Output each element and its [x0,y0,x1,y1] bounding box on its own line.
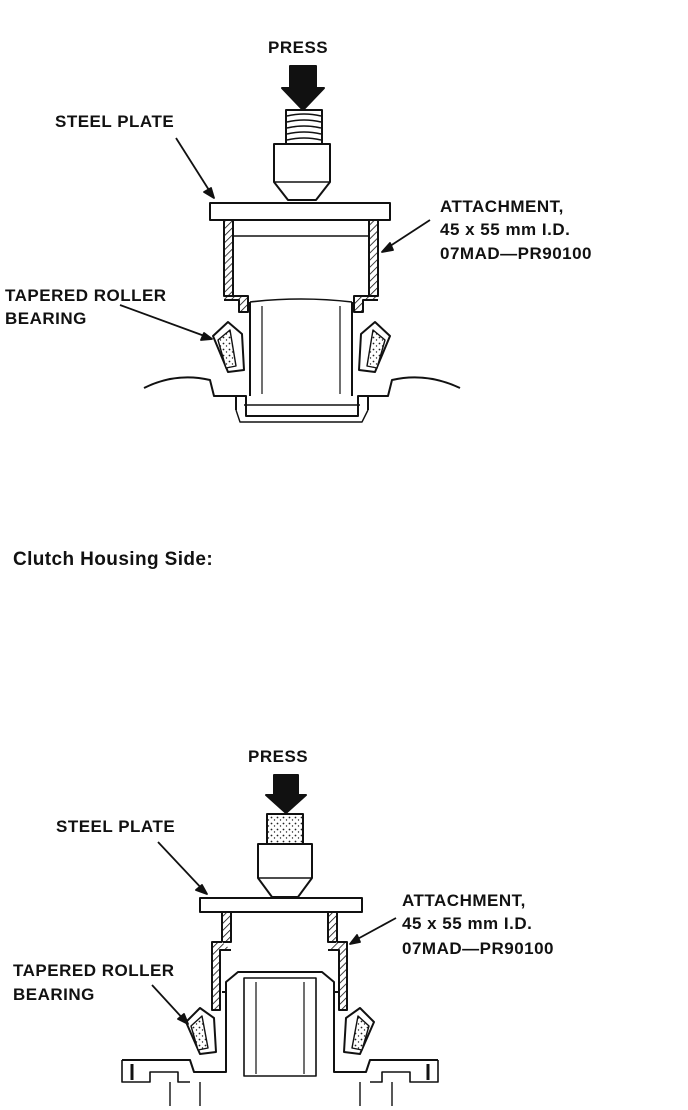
top-press-label: PRESS [268,38,329,57]
bottom-steel-plate-label: STEEL PLATE [56,817,176,836]
top-steel-plate [209,202,391,221]
bottom-housing [122,1059,438,1073]
bottom-leaders [151,841,397,1025]
bottom-bearing-label-line2: BEARING [13,985,95,1004]
bottom-attachment-label-line1: ATTACHMENT, [402,891,526,910]
bottom-bearing-right [343,1007,375,1055]
bottom-bearing-label-line1: TAPERED ROLLER [13,961,175,980]
top-bearing-label-line2: BEARING [5,309,87,328]
top-press-arrow-icon [281,65,325,111]
bottom-press-shaft [266,813,304,845]
bottom-press-arrow-icon [265,774,307,814]
top-press-head [273,143,331,201]
bottom-hub [222,971,338,1077]
top-illustration [119,65,461,423]
bottom-bearing-left [185,1007,217,1055]
top-leaders [119,137,431,341]
top-attachment [223,219,379,313]
top-shaft [236,298,368,417]
top-press-shaft [285,109,323,145]
bottom-attachment-label-line2: 45 x 55 mm I.D. [402,914,533,933]
bottom-illustration [121,774,439,1106]
top-attachment-label-line1: ATTACHMENT, [440,197,564,216]
top-steel-plate-label: STEEL PLATE [55,112,175,131]
section-heading: Clutch Housing Side: [13,549,214,570]
bottom-press-label: PRESS [248,747,309,766]
top-bearing-label-line1: TAPERED ROLLER [5,286,167,305]
bottom-attachment-label-line3: 07MAD—PR90100 [402,939,555,958]
top-housing [143,376,461,410]
top-bearing-left [212,321,245,373]
top-bearing-right [358,321,391,373]
bottom-press-head [257,843,313,898]
bottom-steel-plate [199,897,363,913]
top-attachment-label-line3: 07MAD—PR90100 [440,244,593,263]
bottom-attachment [211,911,348,1011]
top-attachment-label-line2: 45 x 55 mm I.D. [440,220,571,239]
